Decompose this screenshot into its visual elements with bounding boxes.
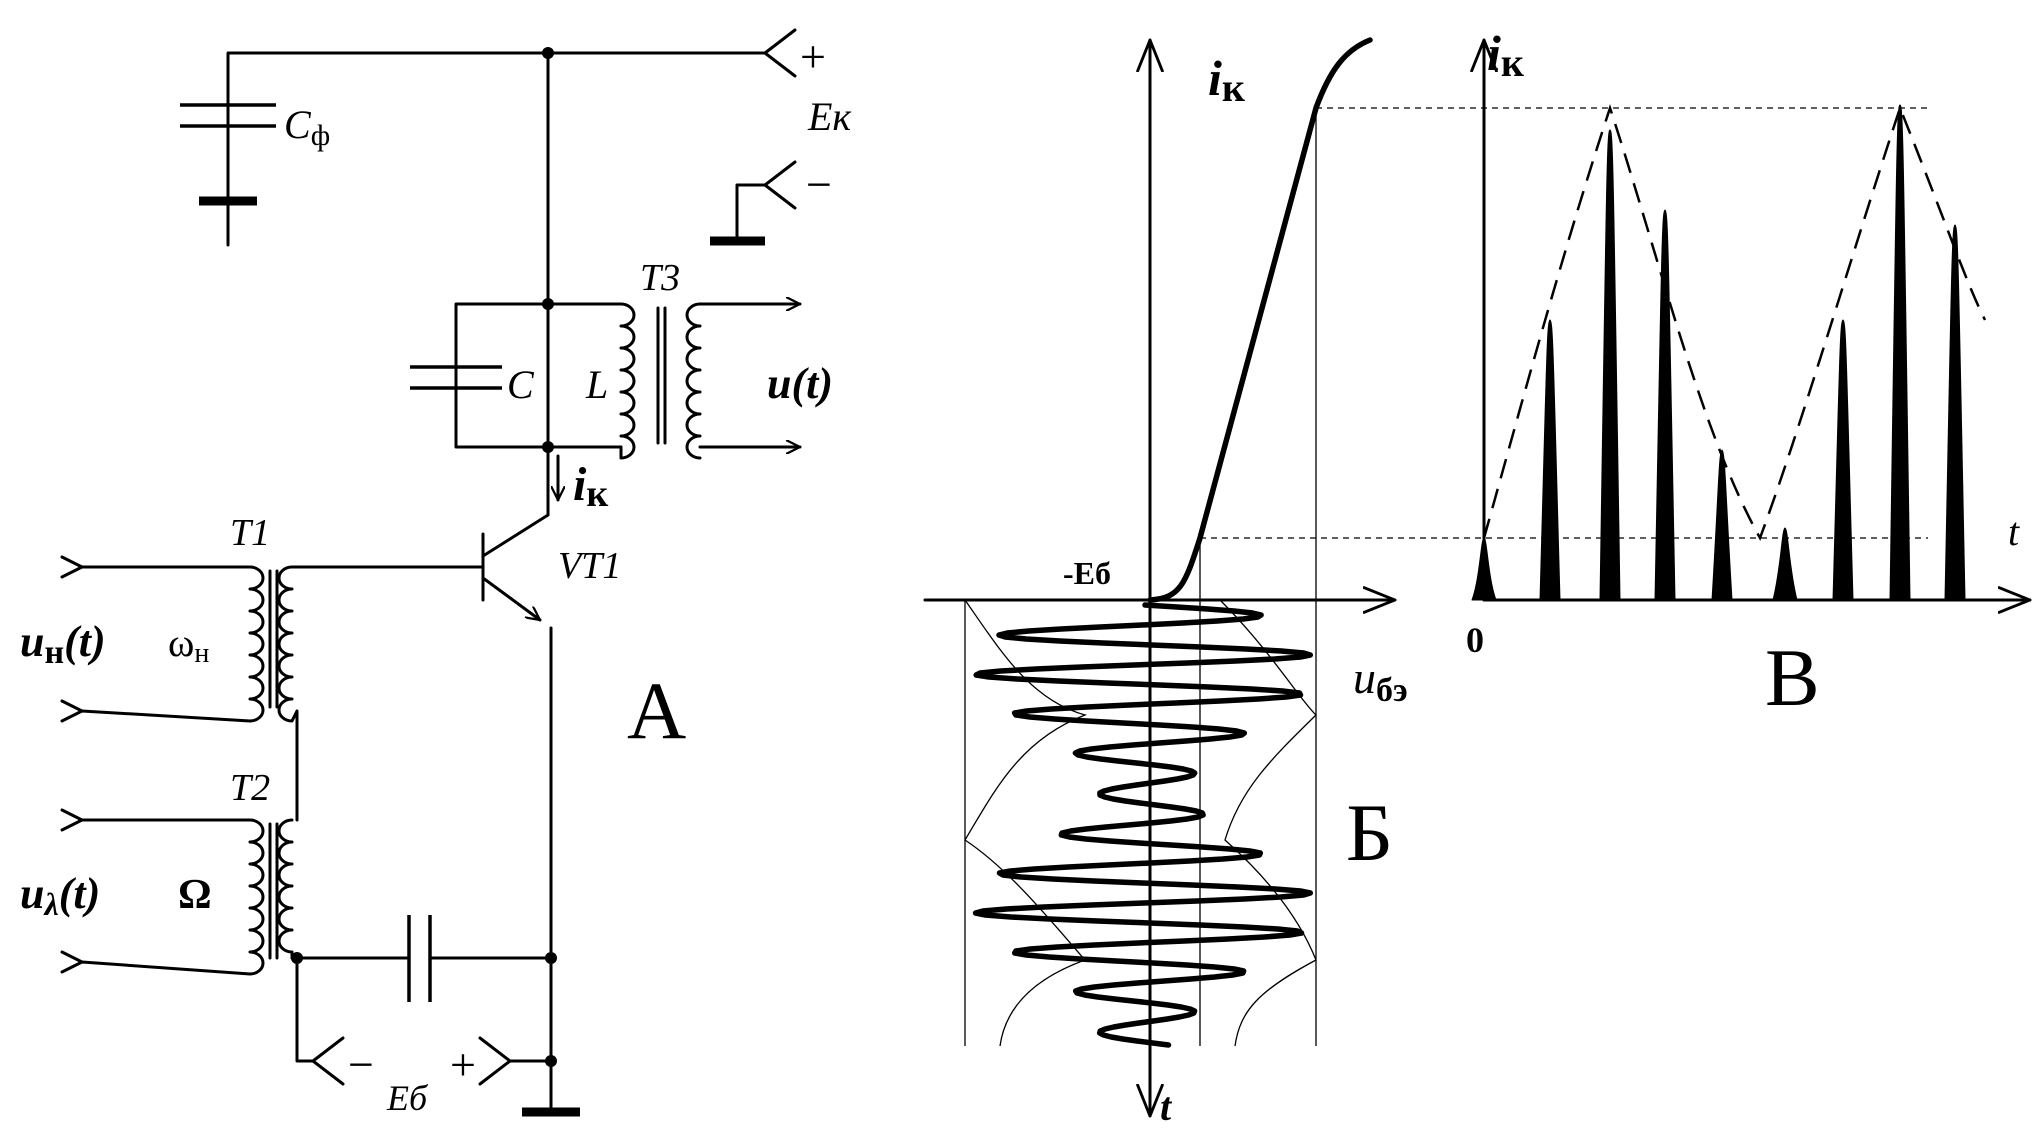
panel-b-label: Б [1346, 787, 1393, 878]
current-pulse [1772, 527, 1798, 601]
current-pulse [1599, 129, 1621, 601]
current-pulse [1471, 537, 1497, 601]
panel-c-t-label: t [2008, 509, 2020, 554]
bias-minus-label: − [348, 1039, 374, 1090]
circuit-panel: Cф + − Eк T3 C L u(t) iк VT1 T1 uн(t) ωн… [20, 28, 851, 1118]
current-pulse [1654, 209, 1676, 601]
supply-minus-label: − [806, 159, 832, 210]
input-transformers [60, 555, 299, 976]
panel-c-y-label: iк [1487, 25, 1524, 85]
panel-c-label: В [1765, 632, 1820, 723]
modulating-signal-label: uλ(t) [20, 869, 100, 922]
carrier-signal-label: uн(t) [20, 617, 106, 671]
transistor-vt1 [290, 445, 558, 1067]
current-pulse [1539, 319, 1561, 601]
tank-circuit [410, 298, 802, 460]
input-envelope-left [964, 599, 1088, 1047]
panel-b-x-label: uбэ [1353, 652, 1408, 709]
t2-label: T2 [230, 767, 270, 809]
current-pulse [1944, 224, 1966, 601]
panel-b-y-label: iк [1208, 50, 1245, 110]
supply-plus-label: + [800, 31, 826, 82]
collector-current-pulses [1471, 104, 1966, 601]
transfer-curve [1147, 37, 1373, 603]
envelope-curve [1482, 103, 1987, 541]
t3-label: T3 [640, 257, 680, 299]
t1-label: T1 [230, 512, 270, 554]
base-voltage-wave [972, 602, 1314, 1048]
output-pulses-panel: iк 0 t В [1466, 25, 2032, 723]
bias-plus-label: + [450, 1039, 476, 1090]
c-label: C [507, 362, 535, 407]
panel-b-t-label: t [1160, 1084, 1173, 1129]
l-label: L [585, 362, 608, 407]
bias-network [290, 915, 580, 1117]
cf-label: Cф [284, 102, 330, 152]
transfer-characteristic-panel: iк uбэ t -Eб Б [923, 37, 1928, 1129]
bias-point-label: -Eб [1063, 555, 1111, 591]
supply-network [180, 28, 797, 449]
vt1-label: VT1 [558, 545, 621, 587]
carrier-frequency-label: ωн [168, 620, 209, 669]
output-signal-label: u(t) [767, 359, 833, 408]
current-pulse [1889, 104, 1911, 601]
modulating-frequency-label: Ω [178, 872, 212, 918]
panel-c-origin-label: 0 [1466, 620, 1484, 660]
current-pulse [1832, 319, 1854, 601]
input-envelope-right [1219, 599, 1317, 1047]
panel-a-label: А [627, 665, 686, 756]
collector-current-label: iк [573, 458, 608, 515]
current-pulse [1711, 449, 1733, 601]
bias-label: Eб [386, 1078, 429, 1118]
supply-label: Eк [807, 94, 851, 139]
